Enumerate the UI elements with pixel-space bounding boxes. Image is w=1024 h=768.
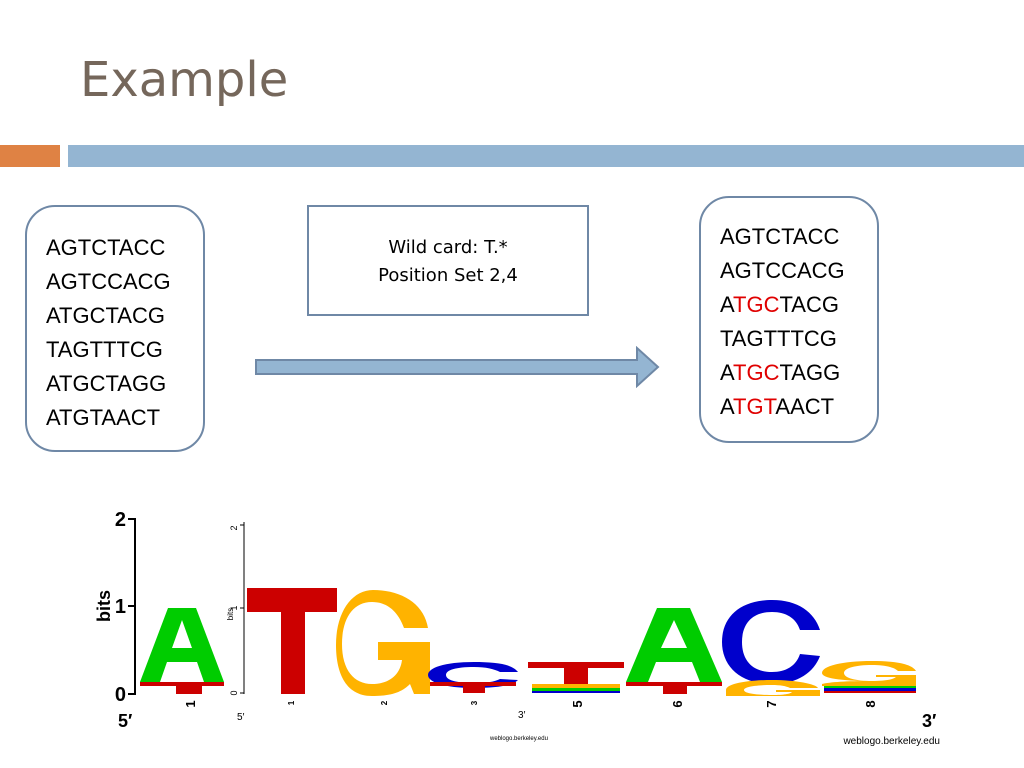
end-3-label: 3′ xyxy=(922,711,936,731)
y-tick-0: 0 xyxy=(115,684,126,706)
output-sequence: ATGCTAGG xyxy=(720,356,877,390)
input-sequence: AGTCTACC xyxy=(46,235,166,260)
output-sequence: AGTCCACG xyxy=(720,254,877,288)
x-tick-label: 2 xyxy=(380,700,389,705)
highlighted-motif: TGT xyxy=(733,394,776,419)
output-sequence: TAGTTTCG xyxy=(720,322,877,356)
sequence-text: A xyxy=(720,360,734,385)
input-sequence: ATGTAACT xyxy=(46,405,161,430)
x-tick-label: 6 xyxy=(670,700,685,707)
x-tick-label: 1 xyxy=(287,700,296,705)
inset-credit: weblogo.berkeley.edu xyxy=(489,736,548,742)
logo-letter-C xyxy=(532,691,620,693)
highlighted-motif: TGC xyxy=(733,360,780,385)
logo-letter-T xyxy=(430,682,516,686)
input-sequence: ATGCTACG xyxy=(46,303,165,328)
inset-y-label: bits xyxy=(226,608,235,620)
wildcard-label: Wild card: T.* xyxy=(388,237,508,258)
input-sequence: TAGTTTCG xyxy=(46,337,163,362)
position-set-label: Position Set 2,4 xyxy=(378,265,518,286)
logo-letter-T xyxy=(528,662,624,668)
input-sequences-box: AGTCTACC AGTCCACG ATGCTACG TAGTTTCG ATGC… xyxy=(25,205,205,452)
x-tick-label: 8 xyxy=(863,700,878,707)
logo-letter-A xyxy=(532,688,620,691)
input-sequence: ATGCTAGG xyxy=(46,371,167,396)
logo-letter-G xyxy=(726,680,820,696)
inset-y-axis xyxy=(240,522,245,694)
logo-letter-C xyxy=(722,600,820,684)
right-arrow-icon xyxy=(255,346,660,388)
x-tick-label: 5 xyxy=(570,700,585,707)
inset-end-5-label: 5′ xyxy=(237,712,245,723)
sequence-text: TACG xyxy=(779,292,839,317)
input-sequence: AGTCCACG xyxy=(46,269,171,294)
output-sequences-box: AGTCTACC AGTCCACG ATGCTACG TAGTTTCG ATGC… xyxy=(699,196,879,443)
end-5-label: 5′ xyxy=(118,711,132,731)
logo-letter-C xyxy=(428,662,518,688)
x-tick-label: 7 xyxy=(764,700,779,707)
logo-letter-A xyxy=(824,686,916,688)
logo-letter-G xyxy=(532,684,620,688)
accent-bar-orange xyxy=(0,145,60,167)
highlighted-motif: TGC xyxy=(733,292,780,317)
sequence-text: TAGTTTCG xyxy=(720,326,837,351)
y-tick-2: 2 xyxy=(115,509,126,531)
logo-letter-T xyxy=(564,668,588,684)
logo-letter-T xyxy=(463,686,485,693)
logo-letter-G xyxy=(822,661,916,686)
logo-letter-T xyxy=(176,686,202,694)
weblogo-credit: weblogo.berkeley.edu xyxy=(842,736,940,747)
wildcard-box: Wild card: T.* Position Set 2,4 xyxy=(307,205,589,316)
logo-letter-C xyxy=(824,688,916,691)
logo-letter-A xyxy=(626,608,722,682)
sequence-text: TAGG xyxy=(779,360,841,385)
y-axis-label: bits xyxy=(94,590,114,622)
inset-y-tick-2: 2 xyxy=(229,525,239,530)
output-sequence: ATGCTACG xyxy=(720,288,877,322)
inset-y-tick-0: 0 xyxy=(229,690,239,695)
logo-letter-G xyxy=(336,590,430,696)
sequence-text: AGTCTACC xyxy=(720,224,840,249)
sequence-text: AGTCCACG xyxy=(720,258,845,283)
logo-letter-T xyxy=(140,682,224,686)
inset-end-3-label: 3′ xyxy=(518,710,526,721)
slide-title: Example xyxy=(80,52,289,108)
logo-letter-T xyxy=(247,588,337,612)
x-tick-label: 3 xyxy=(470,700,479,705)
logo-letter-T xyxy=(663,686,687,694)
sequence-logo: 2 1 0 bits 2 1 0 bits 3′ 1 1 2 xyxy=(94,509,940,747)
inset-y-tick-1: 1 xyxy=(229,605,239,610)
logo-letter-T xyxy=(281,612,305,694)
logo-letter-T xyxy=(626,682,722,686)
logo-letter-T xyxy=(824,691,916,693)
logo-y-axis xyxy=(128,518,136,695)
sequence-text: AACT xyxy=(775,394,835,419)
y-tick-1: 1 xyxy=(115,596,126,618)
sequence-text: A xyxy=(720,394,734,419)
output-sequence: ATGTAACT xyxy=(720,390,877,424)
logo-letter-A xyxy=(140,608,224,682)
x-tick-label: 1 xyxy=(183,700,198,707)
output-sequence: AGTCTACC xyxy=(720,220,877,254)
sequence-text: A xyxy=(720,292,734,317)
accent-bar-blue xyxy=(68,145,1024,167)
